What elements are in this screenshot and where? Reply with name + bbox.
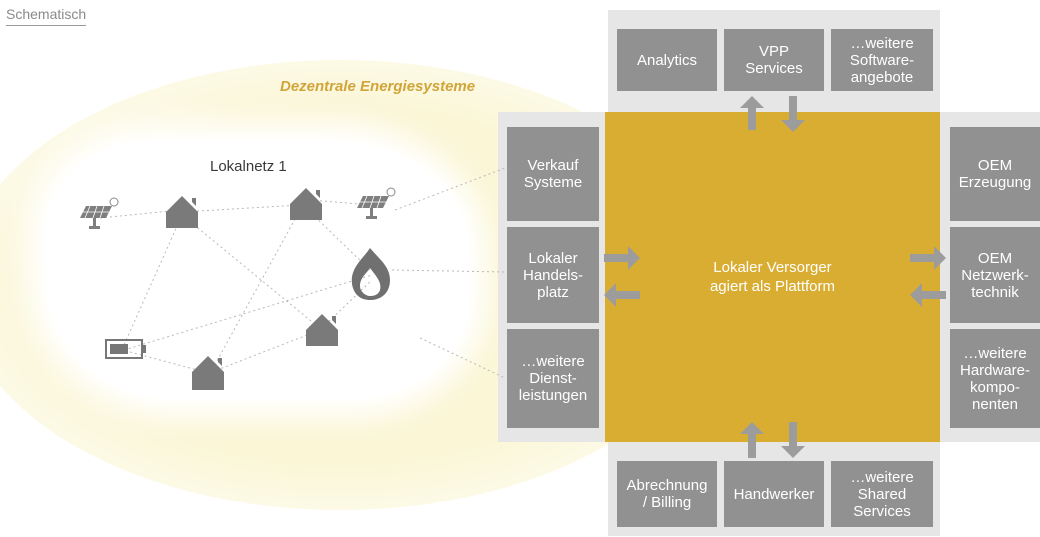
left-box-trading: Lokaler Handels- platz [507,227,599,323]
top-box-vpp: VPP Services [724,29,824,91]
battery-icon [105,339,146,359]
network-links [99,167,506,379]
bottom-box-craftsmen: Handwerker [724,461,824,527]
arrow-up-bottom [740,422,764,458]
solar-panel-icon [357,187,396,219]
top-box-more-software: …weitere Software- angebote [831,29,933,91]
schematic-tag: Schematisch [6,6,87,26]
arrow-left-left [604,283,640,307]
top-box-analytics: Analytics [617,29,717,91]
right-box-more-hardware: …weitere Hardware- kompo- nenten [950,329,1040,428]
arrow-down-top [781,96,805,132]
left-box-more-services: …weitere Dienst- leistungen [507,329,599,428]
region-title: Dezentrale Energiesysteme [280,78,476,95]
local-net-cloud [45,140,470,400]
bottom-box-more-shared: …weitere Shared Services [831,461,933,527]
local-net-title: Lokalnetz 1 [210,158,287,175]
house-icon [290,188,322,220]
arrow-right-right [910,246,946,270]
arrow-up-top [740,96,764,130]
arrow-right-left [604,246,640,270]
bottom-box-billing: Abrechnung / Billing [617,461,717,527]
house-icon [192,356,224,390]
arrow-down-bottom [781,422,805,458]
platform-label: Lokaler Versorger agiert als Plattform [709,259,836,295]
gas-flame-icon [351,248,390,300]
left-box-sales: Verkauf Systeme [507,127,599,221]
house-icon [166,196,198,228]
right-box-generation: OEM Erzeugung [950,127,1040,221]
house-icon [306,314,338,346]
arrow-left-right [910,283,946,307]
solar-panel-icon [80,197,119,229]
platform-core: Lokaler Versorger agiert als Plattform [605,112,940,442]
right-box-network: OEM Netzwerk- technik [950,227,1040,323]
